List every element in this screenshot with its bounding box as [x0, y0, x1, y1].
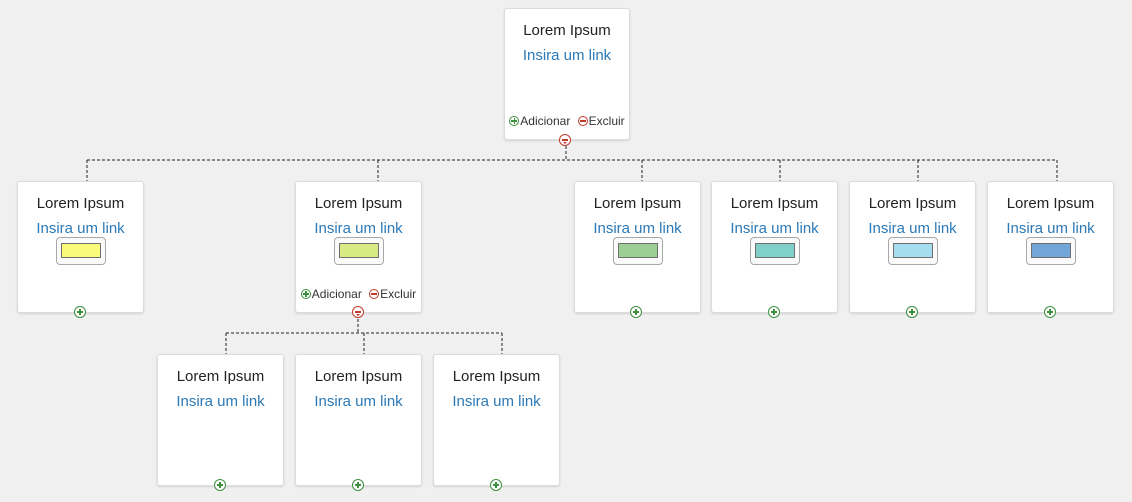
add-button[interactable]: Adicionar	[509, 114, 570, 128]
remove-button[interactable]: Excluir	[369, 287, 416, 301]
node-link[interactable]: Insira um link	[730, 220, 819, 237]
expand-toggle-icon[interactable]	[214, 479, 226, 491]
expand-toggle-icon[interactable]	[352, 479, 364, 491]
node-link[interactable]: Insira um link	[522, 47, 612, 64]
node-link[interactable]: Insira um link	[36, 220, 125, 237]
add-label: Adicionar	[520, 114, 571, 128]
color-swatch[interactable]	[749, 237, 800, 265]
add-label: Adicionar	[311, 287, 362, 301]
expand-toggle-icon[interactable]	[906, 306, 918, 318]
expand-toggle-icon[interactable]	[630, 306, 642, 318]
color-swatch[interactable]	[612, 237, 663, 265]
swatch-fill	[754, 243, 795, 258]
swatch-fill	[60, 243, 101, 258]
add-button[interactable]: Adicionar	[300, 287, 362, 301]
expand-toggle-icon[interactable]	[1044, 306, 1056, 318]
expand-toggle-icon[interactable]	[768, 306, 780, 318]
node-title: Lorem Ipsum	[314, 368, 403, 385]
collapse-toggle-icon[interactable]	[352, 306, 364, 318]
node-actions: Adicionar Excluir	[505, 114, 629, 129]
org-node[interactable]: Lorem Ipsum Insira um link Adicionar Exc…	[295, 181, 422, 313]
org-node[interactable]: Lorem Ipsum Insira um link	[295, 354, 422, 486]
remove-circle-icon	[369, 289, 380, 299]
collapse-toggle-icon[interactable]	[559, 134, 571, 146]
node-title: Lorem Ipsum	[176, 368, 265, 385]
org-node[interactable]: Lorem Ipsum Insira um link	[849, 181, 976, 313]
node-link[interactable]: Insira um link	[314, 393, 403, 410]
expand-toggle-icon[interactable]	[74, 306, 86, 318]
remove-label: Excluir	[588, 114, 625, 128]
node-title: Lorem Ipsum	[868, 195, 957, 212]
node-title: Lorem Ipsum	[1006, 195, 1095, 212]
node-title: Lorem Ipsum	[452, 368, 541, 385]
color-swatch[interactable]	[333, 237, 384, 265]
org-node[interactable]: Lorem Ipsum Insira um link	[711, 181, 838, 313]
node-title: Lorem Ipsum	[314, 195, 403, 212]
color-swatch[interactable]	[887, 237, 938, 265]
node-title: Lorem Ipsum	[730, 195, 819, 212]
remove-button[interactable]: Excluir	[577, 114, 625, 128]
color-swatch[interactable]	[55, 237, 106, 265]
org-node[interactable]: Lorem Ipsum Insira um link	[17, 181, 144, 313]
node-link[interactable]: Insira um link	[868, 220, 957, 237]
node-link[interactable]: Insira um link	[176, 393, 265, 410]
node-title: Lorem Ipsum	[593, 195, 682, 212]
node-title: Lorem Ipsum	[523, 22, 611, 39]
remove-label: Excluir	[380, 287, 417, 301]
swatch-fill	[617, 243, 658, 258]
node-title: Lorem Ipsum	[36, 195, 125, 212]
node-link[interactable]: Insira um link	[314, 220, 403, 237]
org-node[interactable]: Lorem Ipsum Insira um link	[433, 354, 560, 486]
node-actions: Adicionar Excluir	[296, 287, 421, 302]
org-node[interactable]: Lorem Ipsum Insira um link	[987, 181, 1114, 313]
remove-circle-icon	[577, 116, 588, 126]
swatch-fill	[338, 243, 379, 258]
add-circle-icon	[509, 116, 520, 126]
org-node[interactable]: Lorem Ipsum Insira um link	[157, 354, 284, 486]
org-node[interactable]: Lorem Ipsum Insira um link	[574, 181, 701, 313]
swatch-fill	[1030, 243, 1071, 258]
add-circle-icon	[300, 289, 311, 299]
node-link[interactable]: Insira um link	[593, 220, 682, 237]
org-node-root[interactable]: Lorem Ipsum Insira um link Adicionar Exc…	[504, 8, 630, 140]
expand-toggle-icon[interactable]	[490, 479, 502, 491]
swatch-fill	[892, 243, 933, 258]
node-link[interactable]: Insira um link	[452, 393, 541, 410]
color-swatch[interactable]	[1025, 237, 1076, 265]
node-link[interactable]: Insira um link	[1006, 220, 1095, 237]
